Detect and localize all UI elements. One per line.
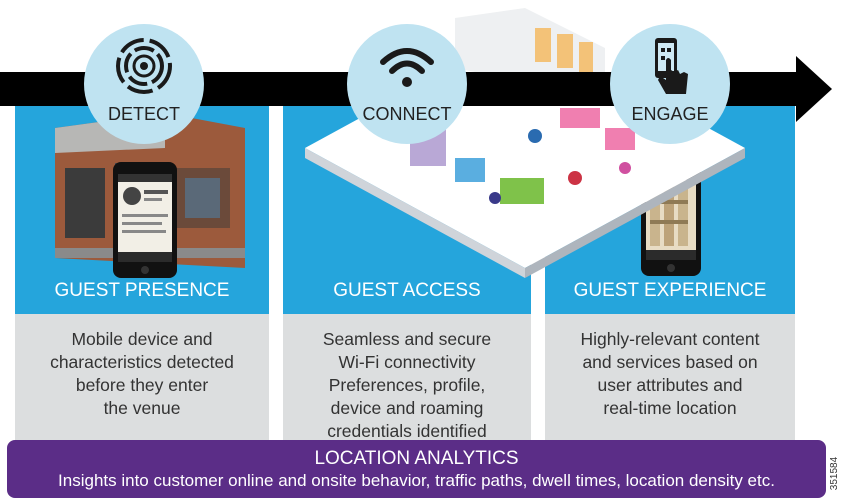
engage-circle: ENGAGE — [610, 24, 730, 144]
smartphone-image — [113, 162, 177, 278]
stage-description: Mobile device and characteristics detect… — [50, 329, 234, 418]
stage-detect-column: GUEST PRESENCE Mobile device and charact… — [15, 100, 269, 440]
stage-title: GUEST ACCESS — [333, 280, 481, 301]
wifi-icon — [380, 48, 434, 87]
stage-description: Highly-relevant content and services bas… — [580, 329, 760, 418]
connect-circle: CONNECT — [347, 24, 467, 144]
analytics-title: LOCATION ANALYTICS — [314, 448, 519, 469]
stage-description: Seamless and secure Wi-Fi connectivity P… — [322, 329, 492, 441]
timeline-arrow-head — [796, 56, 832, 122]
stage-title: GUEST PRESENCE — [54, 280, 230, 301]
circle-label: DETECT — [108, 104, 180, 124]
detect-circle: DETECT — [84, 24, 204, 144]
stage-title: GUEST EXPERIENCE — [573, 280, 767, 301]
radar-signal-icon — [116, 38, 172, 94]
circle-label: ENGAGE — [631, 104, 709, 124]
figure-number-text: 351584 — [829, 456, 841, 491]
figure-number: 351584 — [827, 456, 849, 498]
circle-label: CONNECT — [362, 104, 452, 124]
location-analytics-bar: LOCATION ANALYTICS Insights into custome… — [7, 440, 826, 498]
analytics-subtitle: Insights into customer online and onsite… — [58, 471, 775, 490]
hand-on-phone-icon — [655, 38, 688, 94]
